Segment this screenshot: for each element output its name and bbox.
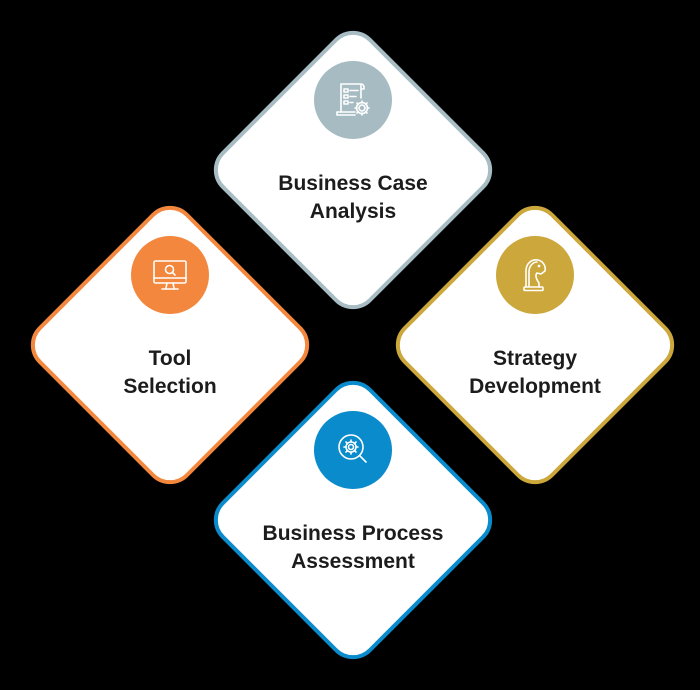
card-title-line1: Tool	[148, 347, 192, 370]
card-title: Tool Selection	[20, 345, 320, 401]
icon-badge	[131, 236, 209, 314]
card-title-line2: Analysis	[309, 200, 397, 223]
card-title: Strategy Development	[385, 345, 685, 401]
card-title-line1: Business Process	[262, 522, 444, 545]
icon-badge	[314, 411, 392, 489]
card-business-case-analysis: Business Case Analysis	[203, 20, 503, 320]
monitor-search-icon	[153, 260, 187, 290]
card-strategy-development: Strategy Development	[385, 195, 685, 495]
card-title-line2: Development	[469, 375, 601, 398]
card-title: Business Case Analysis	[203, 170, 503, 226]
card-title-line1: Strategy	[492, 347, 578, 370]
card-title-line2: Assessment	[291, 550, 415, 573]
document-gear-icon	[336, 83, 370, 116]
card-tool-selection: Tool Selection	[20, 195, 320, 495]
chess-knight-icon	[523, 259, 546, 292]
icon-badge	[496, 236, 574, 314]
gear-magnifier-icon	[338, 434, 367, 463]
card-title-line2: Selection	[123, 375, 217, 398]
card-title-line1: Business Case	[278, 172, 428, 195]
icon-badge	[314, 61, 392, 139]
card-title: Business Process Assessment	[203, 520, 503, 576]
card-business-process-assessment: Business Process Assessment	[203, 370, 503, 670]
